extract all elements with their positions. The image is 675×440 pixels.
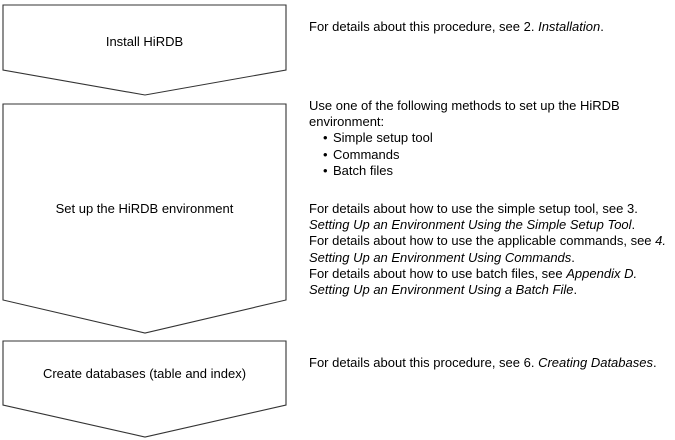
setup-details-2-reference: 4. Setting Up an Environment Using Comma… [309, 233, 666, 265]
create-databases-text: For details about this procedure, see 6. [309, 355, 539, 370]
flow-label-install: Install HiRDB [105, 34, 184, 49]
flow-label-setup-environment: Set up the HiRDB environment [55, 201, 234, 216]
setup-method-item: Batch files [323, 163, 671, 179]
note-create-databases-line: For details about this procedure, see 6.… [309, 355, 671, 371]
note-setup-details: For details about how to use the simple … [309, 201, 671, 298]
setup-details-3-text: For details about how to use batch files… [309, 265, 567, 281]
setup-details-2-period: . [571, 249, 575, 265]
setup-details-1-text: For details about how to use the simple … [309, 201, 638, 216]
note-install-reference: Installation [538, 19, 601, 34]
setup-details-3-period: . [573, 282, 578, 298]
setup-details-1-period: . [631, 217, 636, 233]
flow-shapes-svg [2, 4, 287, 438]
note-setup-details-paragraph-2: For details about how to use the applica… [309, 233, 671, 265]
setup-method-item: Commands [323, 147, 671, 163]
note-setup-intro-line-2: environment: [309, 114, 385, 130]
note-setup-details-paragraph-3: For details about how to use batch files… [309, 266, 671, 298]
create-databases-reference: Creating Databases [538, 355, 653, 370]
note-create-databases: For details about this procedure, see 6.… [309, 355, 671, 371]
setup-details-1-reference: Setting Up an Environment Using the Simp… [309, 217, 632, 233]
flow-shape-install[interactable] [2, 4, 287, 96]
note-install-text: For details about this procedure, see 2. [309, 19, 539, 34]
setup-details-3-reference: Appendix D. Setting Up an Environment Us… [309, 265, 638, 298]
note-install-period: . [600, 19, 604, 34]
note-setup-intro-line-1: Use one of the following methods to set … [309, 98, 620, 113]
setup-details-2-text: For details about how to use the applica… [309, 233, 656, 249]
flow-shape-create-databases[interactable] [2, 340, 287, 438]
create-databases-period: . [652, 355, 657, 370]
flow-label-create-databases: Create databases (table and index) [42, 366, 247, 381]
setup-methods-list: Simple setup tool Commands Batch files [309, 130, 671, 179]
flow-shapes-column: Install HiRDB Set up the HiRDB environme… [0, 0, 300, 440]
note-setup-details-paragraph-1: For details about how to use the simple … [309, 201, 671, 233]
note-install-line: For details about this procedure, see 2.… [309, 19, 671, 35]
note-install: For details about this procedure, see 2.… [309, 19, 671, 35]
setup-method-item: Simple setup tool [323, 130, 671, 146]
flow-shape-setup-environment[interactable] [2, 103, 287, 334]
note-setup-intro: Use one of the following methods to set … [309, 98, 671, 179]
